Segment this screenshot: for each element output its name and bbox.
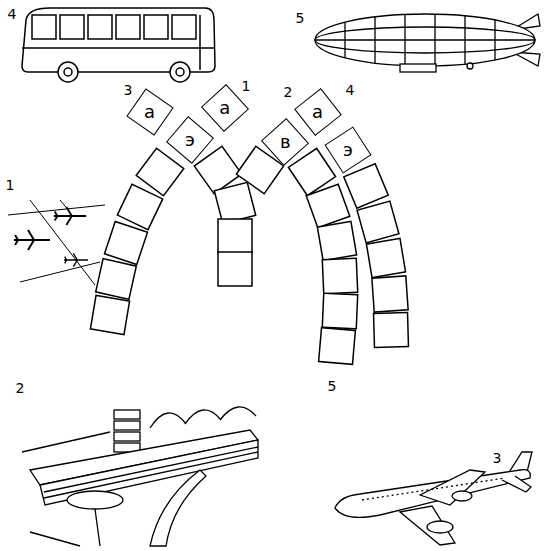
cell-letter: а: [312, 103, 323, 121]
crossword-cell: [218, 252, 252, 286]
crossword-cell: [319, 328, 356, 365]
crossword-cell: [366, 238, 405, 277]
crossword-cell: [372, 276, 408, 312]
airfield-illustration: [8, 200, 105, 285]
cell-letter: э: [343, 141, 353, 159]
callout-number: 2: [16, 381, 25, 395]
callout-number: 2: [284, 85, 293, 99]
letter-cell: э: [324, 126, 371, 173]
cell-letter: в: [280, 133, 291, 151]
crossword-cell: [322, 293, 357, 328]
callout-number: 4: [346, 83, 355, 97]
letter-cell: а: [294, 88, 342, 136]
callout-number: 5: [296, 11, 305, 25]
bus-illustration: [22, 8, 215, 82]
crossword-cell: [344, 164, 388, 208]
crossword-cell: [90, 295, 129, 334]
cell-letter: а: [144, 103, 155, 121]
cell-letter: э: [185, 131, 195, 149]
callout-number: 3: [493, 451, 502, 465]
crossword-cell: [218, 219, 252, 253]
crossword-cell: [322, 258, 357, 293]
crossword-cell: [317, 221, 356, 260]
airship-illustration: [315, 14, 540, 72]
letter-cell: а: [126, 88, 173, 135]
callout-number: 5: [328, 379, 337, 393]
callout-number: 3: [124, 83, 133, 97]
crossword-cell: [357, 201, 399, 243]
crossword-cell: [117, 184, 162, 229]
callout-number: 1: [6, 178, 15, 192]
cell-letter: а: [219, 99, 230, 117]
callout-number: 4: [8, 7, 17, 21]
crossword-cell: [96, 259, 137, 300]
crossword-cell: [374, 313, 409, 348]
crossword-cell: [136, 148, 184, 196]
callout-number: 1: [242, 79, 251, 93]
crossword-cell: [306, 184, 350, 228]
crossword-cell: [214, 182, 255, 223]
crossword-cell: [104, 221, 147, 264]
airport-illustration: [22, 407, 258, 546]
airplane-illustration: [335, 452, 532, 545]
